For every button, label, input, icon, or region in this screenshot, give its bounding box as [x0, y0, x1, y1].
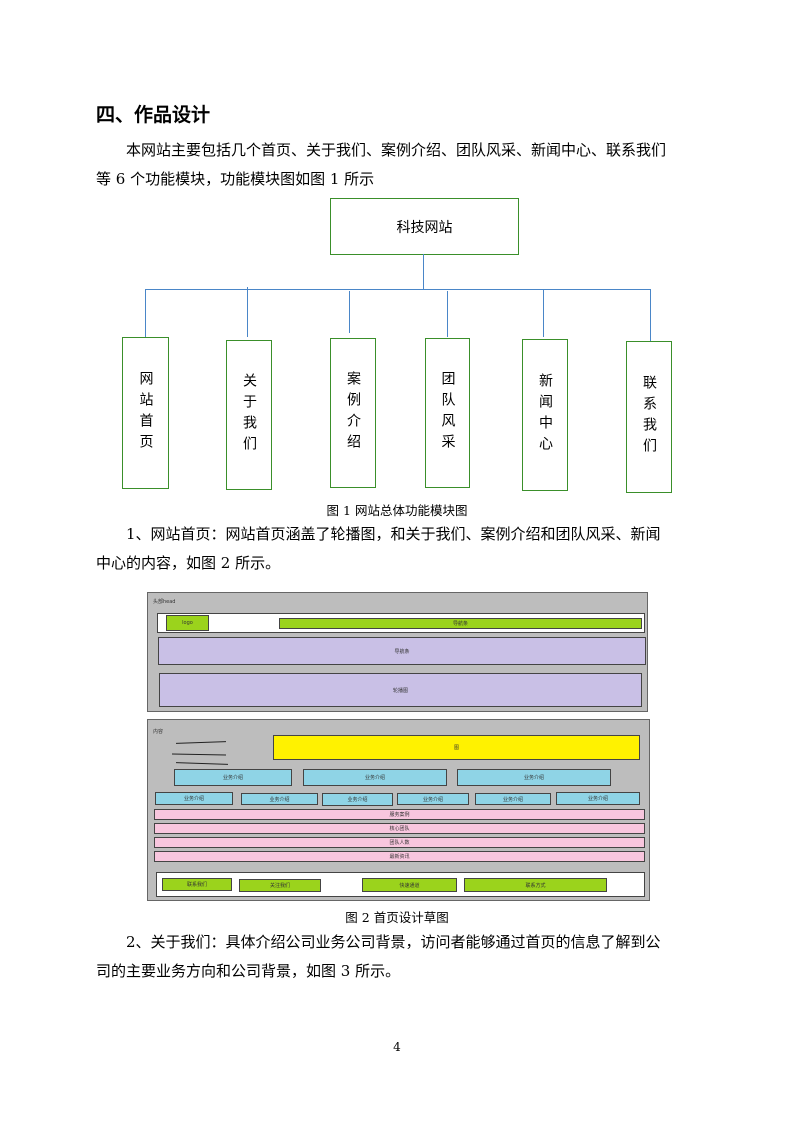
scribble-line — [175, 741, 227, 744]
wireframe-service-box: 业务介绍 — [174, 769, 292, 786]
module-box-team: 团队风采 — [425, 338, 470, 488]
diagram-root-box: 科技网站 — [330, 198, 519, 255]
wireframe-service-small: 业务介绍 — [322, 793, 393, 806]
about-line-1: 2、关于我们：具体介绍公司业务公司背景，访问者能够通过首页的信息了解到公 — [126, 933, 661, 951]
diagram-connector — [543, 289, 544, 337]
intro-line-2: 等 6 个功能模块，功能模块图如图 1 所示 — [96, 170, 375, 188]
wireframe-service-box: 业务介绍 — [303, 769, 447, 786]
figure-1-caption: 图 1 网站总体功能模块图 — [326, 503, 468, 518]
intro-paragraph: 本网站主要包括几个首页、关于我们、案例介绍、团队风采、新闻中心、联系我们 等 6… — [96, 136, 706, 194]
about-paragraph: 2、关于我们：具体介绍公司业务公司背景，访问者能够通过首页的信息了解到公 司的主… — [96, 928, 706, 986]
wireframe-service-small: 业务介绍 — [241, 793, 318, 805]
module-box-cases: 案例介绍 — [330, 338, 376, 488]
diagram-branch-line — [145, 289, 650, 290]
home-line-2: 中心的内容，如图 2 所示。 — [96, 554, 281, 572]
wireframe-footer-item: 关注我们 — [239, 879, 321, 892]
diagram-connector — [447, 291, 448, 337]
module-box-about: 关于我们 — [226, 340, 272, 490]
intro-line-1: 本网站主要包括几个首页、关于我们、案例介绍、团队风采、新闻中心、联系我们 — [126, 141, 667, 159]
diagram-connector — [247, 287, 248, 337]
module-label: 联系我们 — [641, 375, 657, 459]
page-number: 4 — [393, 1040, 401, 1054]
module-label: 团队风采 — [439, 371, 456, 455]
wireframe-pink-row: 服务案例 — [154, 809, 645, 820]
module-label: 网站首页 — [137, 371, 154, 455]
wireframe-content-label: 内容 — [153, 729, 164, 735]
home-line-1: 1、网站首页：网站首页涵盖了轮播图，和关于我们、案例介绍和团队风采、新闻 — [126, 525, 661, 543]
module-box-home: 网站首页 — [122, 337, 169, 489]
diagram-connector — [349, 291, 350, 333]
diagram-connector — [650, 289, 651, 341]
wireframe-service-small: 业务介绍 — [397, 793, 469, 805]
wireframe-service-box: 业务介绍 — [457, 769, 611, 786]
module-label: 关于我们 — [241, 373, 257, 457]
wireframe-nav-green: 导航条 — [279, 618, 642, 629]
about-line-2: 司的主要业务方向和公司背景，如图 3 所示。 — [96, 962, 401, 980]
wireframe-feature-image: 图 — [273, 735, 640, 760]
wireframe-logo: logo — [166, 615, 209, 631]
wireframe-banner: 轮播图 — [159, 673, 642, 707]
wireframe-head-label: 头部head — [153, 599, 176, 605]
wireframe-footer-item: 联系方式 — [464, 878, 607, 892]
wireframe-footer-item: 联系我们 — [162, 878, 232, 891]
scribble-line — [175, 762, 229, 765]
wireframe-service-small: 业务介绍 — [475, 793, 551, 805]
home-paragraph: 1、网站首页：网站首页涵盖了轮播图，和关于我们、案例介绍和团队风采、新闻 中心的… — [96, 520, 706, 578]
diagram-connector — [145, 289, 146, 337]
wireframe-footer-item: 快速通道 — [362, 878, 457, 892]
module-label: 新闻中心 — [537, 373, 553, 457]
wireframe-pink-row: 核心团队 — [154, 823, 645, 834]
section-heading: 四、作品设计 — [96, 104, 211, 126]
figure-2-caption: 图 2 首页设计草图 — [345, 910, 449, 925]
diagram-connector — [423, 254, 424, 289]
wireframe-nav-bar: 导航条 — [158, 637, 646, 665]
module-box-news: 新闻中心 — [522, 339, 568, 491]
wireframe-header-panel: 头部head logo 导航条 导航条 轮播图 — [147, 592, 648, 712]
wireframe-pink-row: 团队人数 — [154, 837, 645, 848]
wireframe-service-small: 业务介绍 — [556, 792, 640, 805]
module-label: 案例介绍 — [345, 371, 361, 455]
scribble-line — [171, 753, 227, 756]
module-diagram: 科技网站 网站首页 关于我们 案例介绍 团队风采 新闻中心 联系我们 — [0, 195, 794, 495]
module-box-contact: 联系我们 — [626, 341, 672, 493]
wireframe-content-panel: 内容 图 业务介绍 业务介绍 业务介绍 业务介绍 业务介绍 业务介绍 业务介绍 … — [147, 719, 650, 901]
wireframe-pink-row: 最新资讯 — [154, 851, 645, 862]
wireframe-service-small: 业务介绍 — [155, 792, 233, 805]
